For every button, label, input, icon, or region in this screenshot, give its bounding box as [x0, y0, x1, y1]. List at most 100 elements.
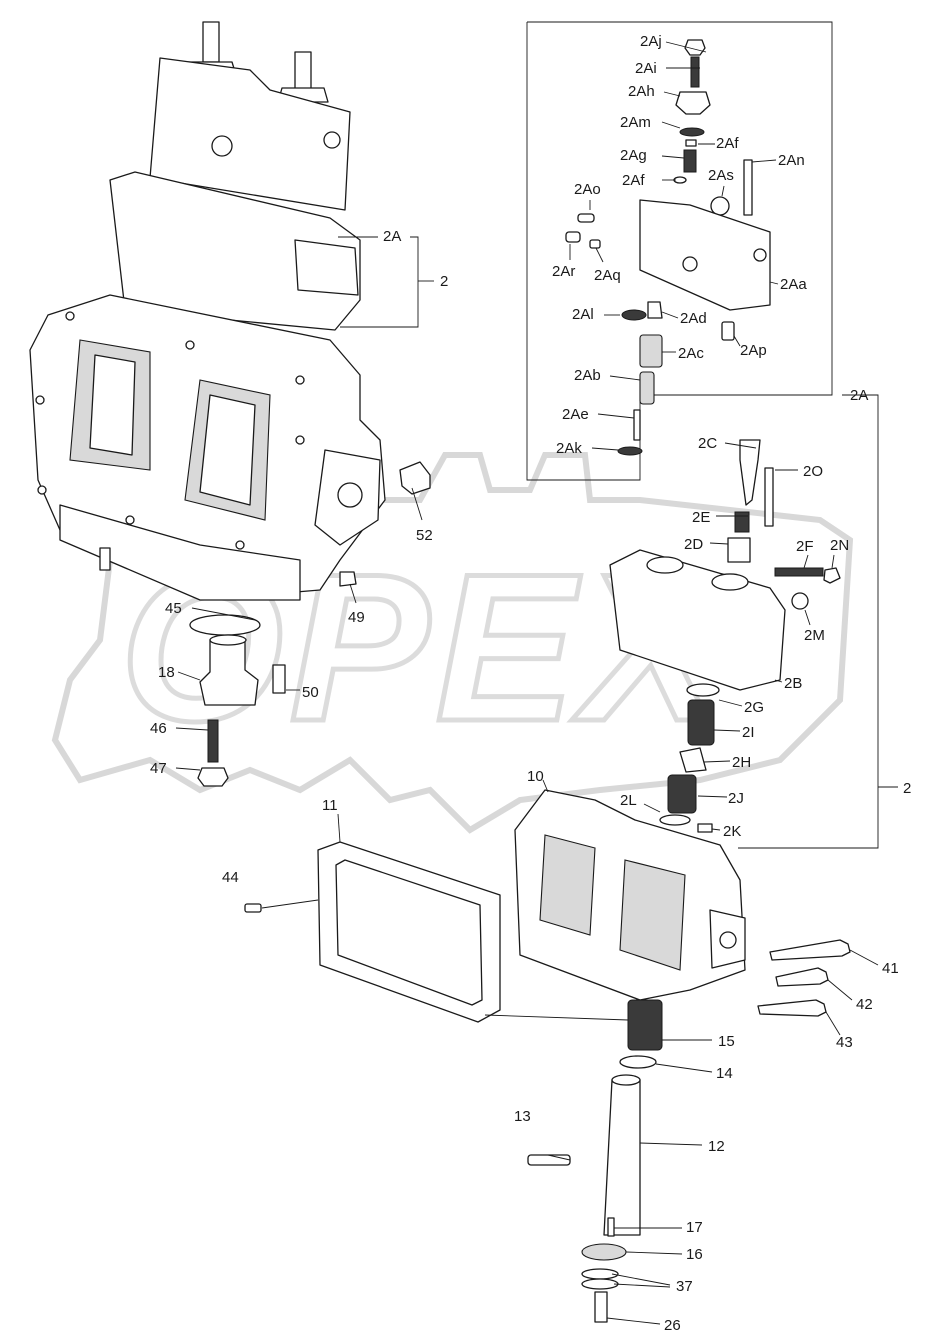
label-2Aa: 2Aa — [780, 276, 807, 293]
part-2M — [791, 592, 809, 610]
label-2Ae: 2Ae — [562, 406, 589, 423]
label-2Ao: 2Ao — [574, 181, 601, 198]
label-2Af: 2Af — [622, 172, 645, 189]
label-2An: 2An — [778, 152, 805, 169]
gasket-inner — [335, 859, 483, 1006]
part-2J — [667, 774, 697, 814]
part-2Ag — [683, 149, 697, 173]
label-2C: 2C — [698, 435, 717, 452]
flange-port — [337, 482, 363, 508]
label-49: 49 — [348, 609, 365, 626]
part-2B-port — [646, 556, 684, 574]
label-45: 45 — [165, 600, 182, 617]
housing-10-flange-port — [719, 931, 737, 949]
part-2Aa-port-2 — [753, 248, 767, 262]
label-50: 50 — [302, 684, 319, 701]
leader-lines — [175, 41, 898, 1325]
label-2Ag: 2Ag — [620, 147, 647, 164]
label-2A-right: 2A — [850, 387, 868, 404]
housing-bolt — [65, 311, 75, 321]
part-2I — [687, 699, 715, 746]
pump-stem-left — [202, 21, 220, 63]
label-13: 13 — [514, 1108, 531, 1125]
label-2L: 2L — [620, 792, 637, 809]
part-2Aa-block — [639, 199, 771, 311]
part-16-washer — [581, 1243, 627, 1261]
label-2Af-top: 2Af — [716, 135, 739, 152]
housing-bolt — [125, 515, 135, 525]
part-11-gasket — [317, 841, 501, 1023]
label-2Aq: 2Aq — [594, 267, 621, 284]
part-49-plug — [339, 571, 357, 587]
part-2O — [764, 467, 774, 527]
part-17-pin — [607, 1217, 615, 1237]
part-2N — [823, 567, 841, 584]
label-17: 17 — [686, 1219, 703, 1236]
label-2I: 2I — [742, 724, 755, 741]
label-2Ah: 2Ah — [628, 83, 655, 100]
label-2E: 2E — [692, 509, 710, 526]
label-2Al: 2Al — [572, 306, 594, 323]
label-2As: 2As — [708, 167, 734, 184]
part-2Ac — [639, 334, 663, 368]
part-15-spring — [627, 999, 663, 1051]
left-small-parts — [189, 461, 431, 913]
part-2F — [774, 567, 824, 577]
housing-cam-left — [89, 354, 136, 456]
label-14: 14 — [716, 1065, 733, 1082]
pump-body-side-boss — [294, 239, 359, 296]
label-2Ap: 2Ap — [740, 342, 767, 359]
part-2Am — [679, 127, 705, 137]
part-2H — [679, 747, 707, 773]
part-2Aq — [589, 239, 601, 249]
part-2B-port-2 — [711, 573, 749, 591]
part-13-pin — [527, 1154, 571, 1166]
part-2Al — [621, 309, 647, 321]
part-50-screw — [272, 664, 286, 694]
part-18-adapter — [199, 639, 259, 706]
label-2G: 2G — [744, 699, 764, 716]
part-2Ad — [647, 301, 663, 319]
label-42: 42 — [856, 996, 873, 1013]
part-46-stud — [207, 719, 219, 763]
part-10-housing — [514, 789, 746, 1001]
label-2A-left: 2A — [383, 228, 401, 245]
part-2Ab — [639, 371, 655, 405]
housing-bolt — [35, 395, 45, 405]
label-2B: 2B — [784, 675, 802, 692]
part-2K — [697, 823, 713, 833]
label-46: 46 — [150, 720, 167, 737]
label-2K: 2K — [723, 823, 741, 840]
label-10: 10 — [527, 768, 544, 785]
part-2Aj — [684, 39, 706, 56]
housing-bolt — [235, 540, 245, 550]
valve-head-port-2 — [323, 131, 341, 149]
watermark-gear — [51, 452, 854, 834]
label-2-right: 2 — [903, 780, 911, 797]
label-2O: 2O — [803, 463, 823, 480]
inset-2a-parts — [565, 39, 771, 456]
label-15: 15 — [718, 1033, 735, 1050]
label-2Ac: 2Ac — [678, 345, 704, 362]
label-2Aj: 2Aj — [640, 33, 662, 50]
housing-bolt — [295, 375, 305, 385]
part-2Ap — [721, 321, 735, 341]
label-2F: 2F — [796, 538, 814, 555]
label-44: 44 — [222, 869, 239, 886]
part-47-nut — [197, 767, 229, 787]
label-12: 12 — [708, 1138, 725, 1155]
label-2Ar: 2Ar — [552, 263, 575, 280]
part-2An — [743, 159, 753, 216]
housing-bottom-skirt — [59, 504, 301, 601]
assembly-2b — [609, 439, 841, 833]
label-41: 41 — [882, 960, 899, 977]
label-2Ad: 2Ad — [680, 310, 707, 327]
part-18-top — [209, 634, 247, 646]
housing-bolt — [37, 485, 47, 495]
part-2Ar — [565, 231, 581, 243]
part-14-seat — [619, 1055, 657, 1069]
valve-head-port — [211, 135, 233, 157]
label-18: 18 — [158, 664, 175, 681]
housing-bolt — [295, 435, 305, 445]
